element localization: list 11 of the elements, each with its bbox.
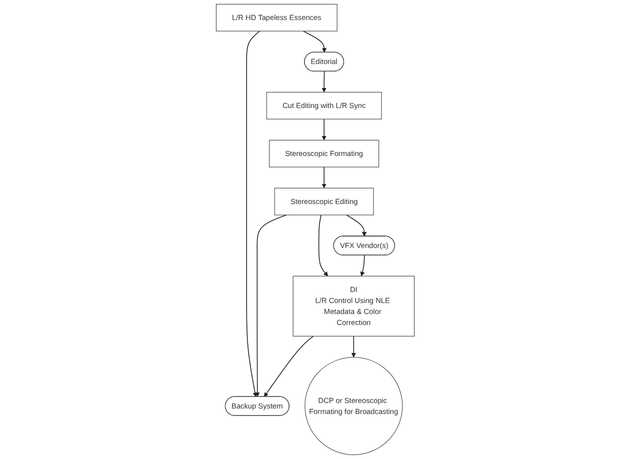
arrow	[322, 118, 327, 140]
arrow	[255, 214, 288, 398]
arrow	[346, 214, 367, 237]
arrow	[246, 30, 260, 398]
arrow	[360, 254, 366, 276]
arrow	[322, 166, 327, 188]
arrow	[318, 214, 328, 276]
arrow	[352, 336, 356, 358]
arrow	[303, 30, 327, 53]
arrow	[264, 336, 314, 398]
arrow	[322, 71, 327, 92]
